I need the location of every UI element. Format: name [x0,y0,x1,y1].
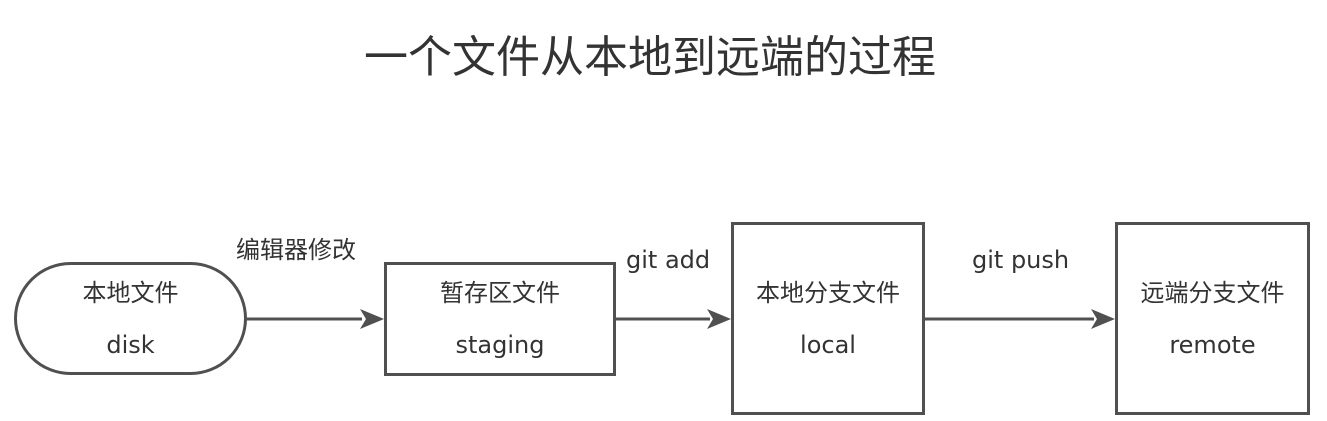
edge-disk-to-staging [247,309,384,329]
node-remote: 远端分支文件 remote [1115,222,1310,415]
edge-label-edit: 编辑器修改 [236,236,356,264]
edge-local-to-remote [925,309,1115,329]
node-disk-sublabel: disk [106,330,155,359]
node-remote-label: 远端分支文件 [1140,278,1285,307]
arrowhead-icon [707,309,731,329]
diagram-title: 一个文件从本地到远端的过程 [364,32,936,83]
node-local: 本地分支文件 local [731,222,925,415]
node-staging: 暂存区文件 staging [384,262,616,376]
edge-staging-to-local [616,309,731,329]
node-remote-sublabel: remote [1169,330,1256,359]
node-local-label: 本地分支文件 [756,278,900,307]
edge-label-git-push: git push [972,246,1070,274]
node-staging-label: 暂存区文件 [440,279,560,307]
node-staging-sublabel: staging [455,331,545,359]
arrowhead-icon [360,309,384,329]
edge-label-git-add: git add [626,246,711,274]
arrowhead-icon [1091,309,1115,329]
node-disk: 本地文件 disk [14,262,247,375]
node-local-sublabel: local [800,330,856,359]
node-disk-label: 本地文件 [82,278,179,307]
